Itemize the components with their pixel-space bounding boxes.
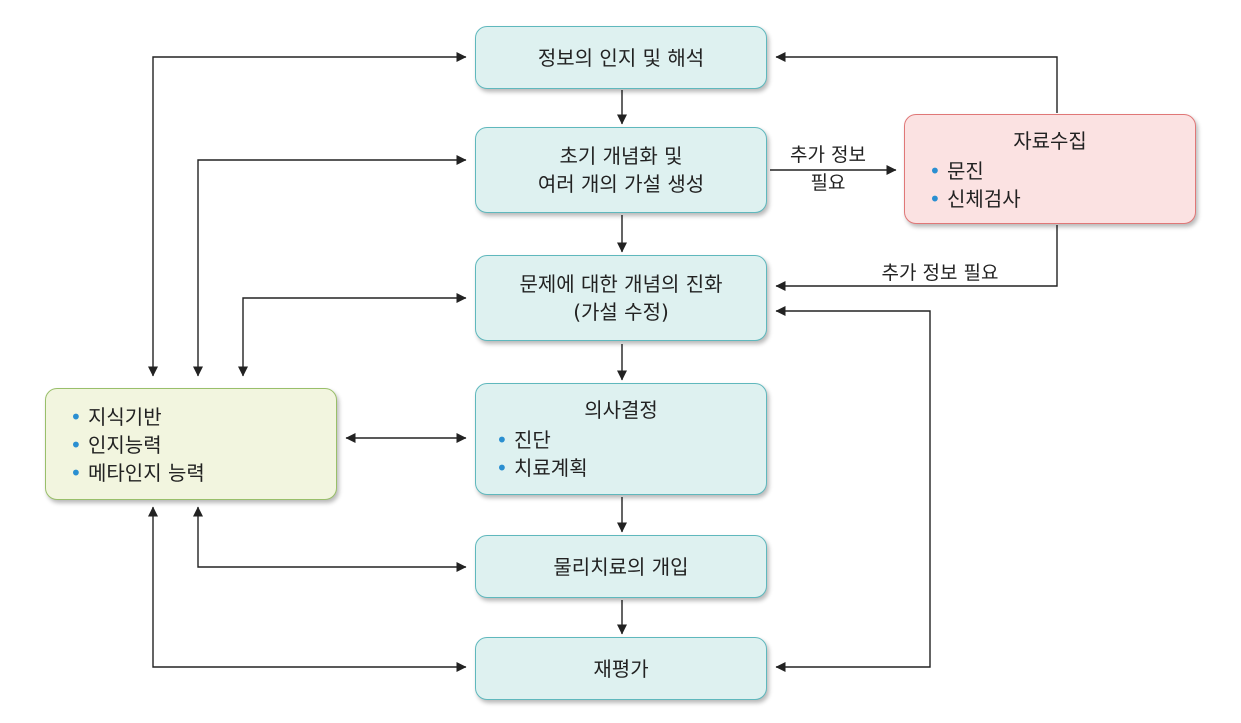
list-item: 신체검사 (927, 185, 1195, 213)
arrow-knowledge-perception (148, 52, 467, 377)
node-decision-list: 진단 치료계획 (494, 426, 766, 482)
arrow-data-collection-to-perception (775, 52, 1058, 113)
node-perception: 정보의 인지 및 해석 (475, 26, 767, 89)
list-item: 진단 (494, 426, 766, 454)
node-knowledge: 지식기반 인지능력 메타인지 능력 (45, 388, 337, 500)
list-item: 치료계획 (494, 454, 766, 482)
node-knowledge-list: 지식기반 인지능력 메타인지 능력 (68, 403, 336, 487)
node-decision-title: 의사결정 (584, 398, 658, 422)
arrow-reevaluation-to-evolution (775, 306, 931, 672)
edge-label-more-info-long: 추가 정보 필요 (845, 261, 1035, 285)
node-intervention-label: 물리치료의 개입 (553, 554, 689, 579)
node-evolution-line1: 문제에 대한 개념의 진화 (519, 272, 723, 296)
arrow-knowledge-evolution (238, 293, 467, 377)
node-intervention: 물리치료의 개입 (475, 535, 767, 598)
node-evolution: 문제에 대한 개념의 진화 (가설 수정) (475, 255, 767, 341)
node-perception-label: 정보의 인지 및 해석 (537, 45, 705, 70)
edge-label-text: 추가 정보 필요 (881, 262, 999, 284)
node-data-collection: 자료수집 문진 신체검사 (904, 114, 1196, 224)
node-data-collection-list: 문진 신체검사 (927, 157, 1195, 213)
edge-label-more-info-short: 추가 정보 필요 (772, 143, 884, 195)
node-hypothesis-line1: 초기 개념화 및 (559, 144, 683, 168)
list-item: 지식기반 (68, 403, 336, 431)
edge-label-line1: 추가 정보 (790, 144, 866, 166)
node-decision: 의사결정 진단 치료계획 (475, 383, 767, 495)
node-reevaluation: 재평가 (475, 637, 767, 700)
arrow-data-collection-to-evolution (775, 225, 1058, 291)
node-reevaluation-label: 재평가 (593, 656, 649, 681)
arrow-knowledge-intervention (193, 506, 467, 572)
list-item: 메타인지 능력 (68, 459, 336, 487)
edge-label-line2: 필요 (810, 172, 846, 194)
arrow-knowledge-reevaluation (148, 506, 467, 672)
node-data-collection-title: 자료수집 (1013, 129, 1087, 153)
node-evolution-line2: (가설 수정) (573, 300, 669, 324)
list-item: 문진 (927, 157, 1195, 185)
node-hypothesis: 초기 개념화 및 여러 개의 가설 생성 (475, 127, 767, 213)
node-hypothesis-line2: 여러 개의 가설 생성 (537, 172, 705, 196)
list-item: 인지능력 (68, 431, 336, 459)
arrow-knowledge-hypothesis (193, 155, 467, 377)
